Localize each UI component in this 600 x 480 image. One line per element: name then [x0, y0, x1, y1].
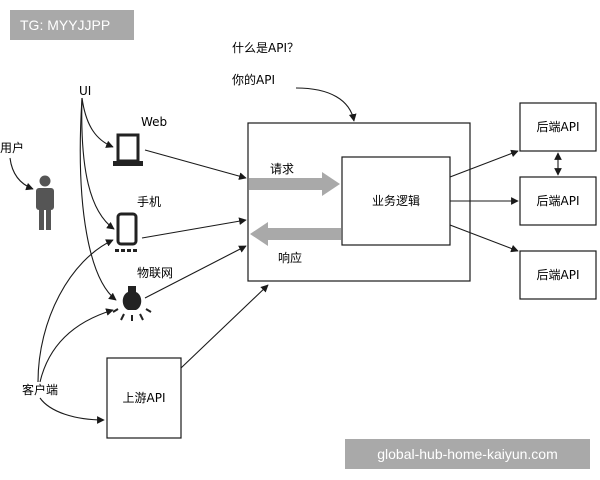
mobile-label: 手机 — [137, 195, 161, 209]
backend-api-label-1: 后端API — [537, 120, 580, 134]
backend-api-box-3 — [519, 250, 597, 300]
arrow-ui-to-mobile — [81, 97, 115, 230]
response-label: 响应 — [278, 250, 302, 265]
upstream-api-label: 上游API — [123, 391, 166, 405]
arrow-ui-to-iot — [79, 97, 117, 301]
arrow-question-to-api — [295, 87, 357, 122]
arrow-mobile-to-api — [141, 217, 247, 239]
backend-api-box-1 — [519, 102, 597, 152]
upstream-api-box — [106, 357, 182, 439]
your-api-box — [247, 122, 471, 282]
backend-api-label-2: 后端API — [537, 194, 580, 208]
your-api-label: 你的API — [232, 72, 275, 87]
response-arrow — [250, 222, 341, 246]
watermark-bottom: global-hub-home-kaiyun.com — [345, 439, 590, 469]
question-label: 什么是API？ — [232, 41, 299, 55]
arrow-client-to-iot — [39, 308, 114, 383]
business-logic-box — [341, 156, 451, 246]
arrow-iot-to-api — [144, 245, 247, 299]
request-label: 请求 — [270, 162, 294, 176]
arrow-upstream-to-api — [180, 284, 269, 369]
user-label: 用户 — [0, 140, 24, 155]
business-logic-label: 业务逻辑 — [372, 193, 420, 208]
iot-label: 物联网 — [137, 266, 173, 280]
arrow-client-to-mobile — [37, 239, 114, 383]
arrow-client-to-upstream — [39, 397, 105, 424]
laptop-icon — [113, 133, 143, 166]
arrow-ui-to-web — [81, 97, 114, 148]
ui-label: UI — [79, 84, 91, 98]
client-label: 客户端 — [22, 382, 58, 397]
arrow-logic-to-backend-3 — [449, 224, 519, 253]
backend-api-box-2 — [519, 176, 597, 226]
watermark-top: TG: MYYJJPP — [10, 10, 134, 40]
phone-icon — [115, 212, 138, 252]
arrow-user-to-person — [9, 157, 34, 191]
arrow-web-to-api — [144, 149, 247, 180]
user-icon — [36, 175, 54, 230]
backend-api-label-3: 后端API — [537, 268, 580, 282]
lightbulb-icon — [112, 286, 152, 321]
request-arrow — [249, 172, 340, 196]
arrow-logic-to-backend-1 — [449, 149, 519, 178]
web-label: Web — [141, 115, 167, 129]
